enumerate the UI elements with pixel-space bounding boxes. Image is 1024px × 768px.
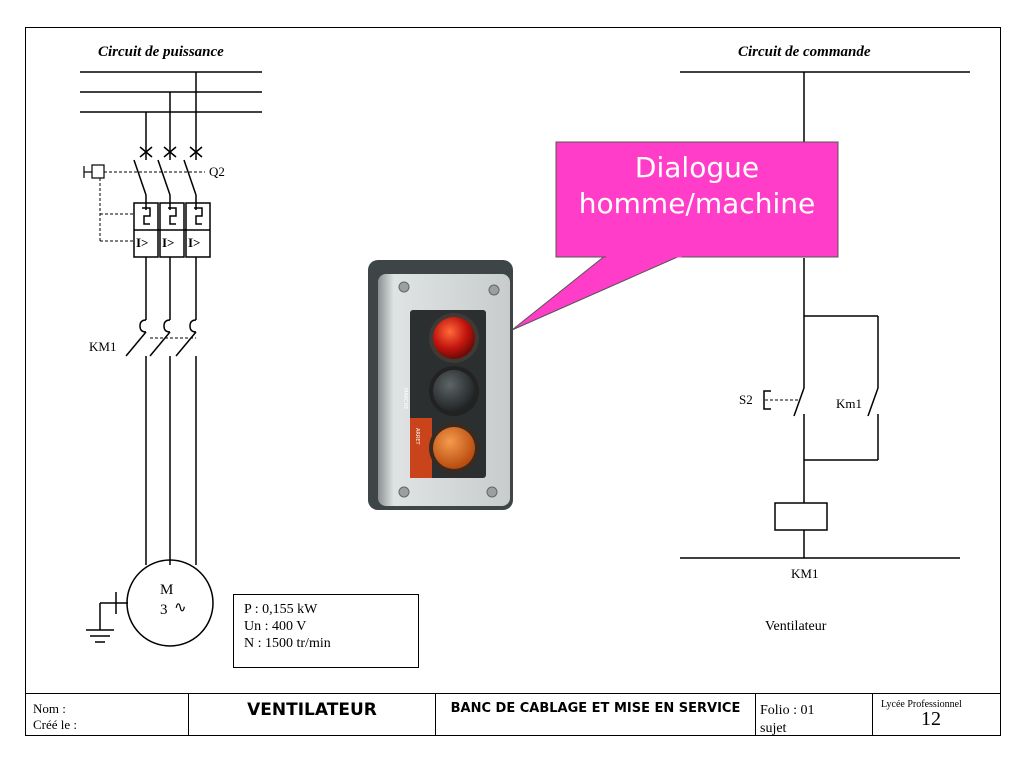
- cartouche-name-cell: Nom : Créé le :: [25, 694, 189, 736]
- motor-ac-icon: ∿: [174, 598, 187, 616]
- callout-line2: homme/machine: [578, 187, 816, 220]
- cartouche-school-cell: 12 Lycée Professionnel: [873, 694, 1001, 736]
- callout-line1: Dialogue: [634, 151, 760, 184]
- s2-label: S2: [739, 392, 753, 407]
- trip-label-2: I>: [162, 235, 175, 250]
- cree-le-label: Créé le :: [33, 717, 78, 732]
- callout-text: Dialogue homme/machine: [558, 150, 836, 222]
- motor-voltage: Un : 400 V: [244, 619, 307, 634]
- motor-power: P : 0,155 kW: [244, 602, 318, 617]
- folio-label: Folio : 01: [760, 703, 815, 718]
- marche-label: MARCHE: [402, 388, 408, 410]
- km1-power-label: KM1: [89, 339, 117, 354]
- start-button-icon: [433, 370, 475, 412]
- arret-label: ARRET: [414, 428, 420, 445]
- cartouche-title: VENTILATEUR: [189, 694, 436, 736]
- page-number: 12: [921, 708, 941, 730]
- stop-button-icon: [433, 427, 475, 469]
- motor-speed: N : 1500 tr/min: [244, 636, 331, 651]
- nom-label: Nom :: [33, 701, 66, 716]
- control-circuit-title: Circuit de commande: [738, 44, 871, 60]
- callout-pointer: [511, 254, 683, 331]
- power-circuit-title: Circuit de puissance: [98, 44, 224, 60]
- cartouche-subject: BANC DE CABLAGE ET MISE EN SERVICE: [436, 694, 756, 736]
- km1-aux-label: Km1: [836, 396, 862, 411]
- km1-coil-label: KM1: [791, 566, 819, 581]
- indicator-light-red: [433, 317, 475, 359]
- motor-m-label: M: [160, 582, 174, 598]
- ventilateur-label: Ventilateur: [765, 619, 827, 634]
- q2-label: Q2: [209, 164, 225, 179]
- motor-3-label: 3: [160, 602, 168, 618]
- title-block: Nom : Créé le : VENTILATEUR BANC DE CABL…: [25, 693, 1001, 736]
- motor-specs-box: P : 0,155 kW Un : 400 V N : 1500 tr/min: [233, 594, 419, 668]
- trip-label-3: I>: [188, 235, 201, 250]
- push-button-station: MARCHE ARRET: [368, 260, 513, 510]
- cartouche-folio-cell: Folio : 01 sujet: [756, 694, 873, 736]
- trip-label-1: I>: [136, 235, 149, 250]
- sujet-label: sujet: [760, 721, 787, 736]
- drawing-frame: [25, 27, 1001, 736]
- callout-box: [555, 141, 839, 258]
- lycee-label: Lycée Professionnel: [881, 699, 962, 710]
